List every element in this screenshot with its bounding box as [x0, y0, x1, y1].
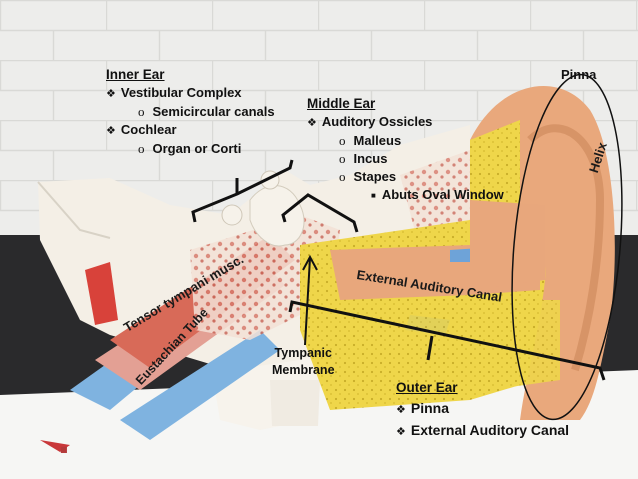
- incus-label: Incus: [353, 151, 388, 166]
- svg-text:■: ■: [60, 445, 68, 454]
- tympanic-pointer: [302, 254, 318, 346]
- tympanic-label-line2: Membrane: [272, 363, 335, 377]
- middle-ear-bracket: [281, 193, 359, 233]
- circle-bullet-icon: o: [138, 141, 145, 156]
- outer-ear-block: Outer Ear ❖ Pinna ❖ External Auditory Cana…: [396, 378, 569, 442]
- vestibular-complex-label: Vestibular Complex: [120, 85, 242, 100]
- inner-ear-block: Inner Ear ❖ Vestibular Complex o Semicircu…: [106, 66, 275, 158]
- square-bullet-icon: ■: [371, 191, 376, 200]
- cochlear-label: Cochlear: [120, 122, 177, 137]
- tympanic-membrane-label: Tympanic Membrane: [272, 345, 335, 379]
- outer-ear-bracket: [288, 300, 606, 381]
- tympanic-label-line1: Tympanic: [274, 346, 332, 360]
- outer-external-canal-label: External Auditory Canal: [410, 422, 570, 438]
- circle-bullet-icon: o: [339, 169, 346, 184]
- diamond-bullet-icon: ❖: [396, 403, 406, 416]
- malleus-label: Malleus: [353, 133, 402, 148]
- outer-pinna-label: Pinna: [410, 400, 449, 416]
- inner-ear-bracket: [191, 159, 294, 223]
- muscle: [85, 262, 118, 325]
- pinna-highlight-ellipse: [511, 73, 623, 421]
- pinna-label: Pinna: [561, 67, 597, 82]
- model-stand: [270, 380, 320, 426]
- inner-ear-heading: Inner Ear: [106, 67, 165, 82]
- stapes-label: Stapes: [353, 169, 397, 184]
- semicircular-canals-label: Semicircular canals: [152, 104, 275, 119]
- outer-ear-heading: Outer Ear: [396, 380, 458, 395]
- middle-ear-heading: Middle Ear: [307, 96, 376, 111]
- circle-bullet-icon: o: [339, 133, 346, 148]
- diamond-bullet-icon: ❖: [106, 124, 116, 137]
- organ-of-corti-label: Organ or Corti: [152, 141, 242, 156]
- auditory-ossicles-label: Auditory Ossicles: [321, 114, 433, 129]
- diamond-bullet-icon: ❖: [307, 116, 317, 129]
- circle-bullet-icon: o: [339, 151, 346, 166]
- circle-bullet-icon: o: [138, 104, 145, 119]
- diamond-bullet-icon: ❖: [106, 87, 116, 100]
- diamond-bullet-icon: ❖: [396, 425, 406, 438]
- abuts-oval-window-label: Abuts Oval Window: [381, 187, 504, 202]
- middle-ear-block: Middle Ear ❖ Auditory Ossicles o Malleus o…: [307, 95, 504, 205]
